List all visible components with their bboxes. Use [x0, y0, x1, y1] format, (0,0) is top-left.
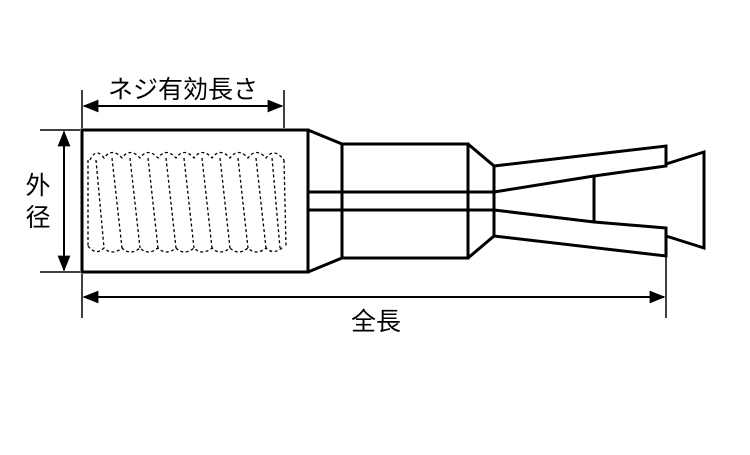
thread-length-dimension: ネジ有効長さ [81, 75, 285, 128]
outer-diameter-label-1: 外 [25, 171, 50, 200]
total-length-label: 全長 [351, 307, 401, 336]
first-taper [307, 128, 344, 274]
lower-split-leg [493, 208, 668, 258]
internal-thread [87, 151, 287, 253]
second-taper [467, 142, 496, 260]
middle-cylinder [340, 142, 470, 260]
upper-split-leg [493, 144, 668, 194]
outer-diameter-label-2: 径 [25, 203, 50, 232]
anchor-body [80, 128, 706, 274]
thread-length-label: ネジ有効長さ [108, 75, 258, 104]
total-length-dimension: 全長 [81, 256, 667, 336]
outer-diameter-dimension: 外 径 [25, 129, 80, 273]
expansion-cone [665, 149, 706, 251]
threaded-head [80, 128, 310, 274]
